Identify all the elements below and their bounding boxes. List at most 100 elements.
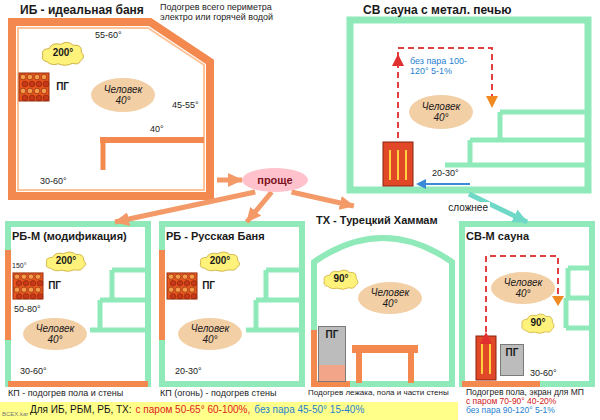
sauna-metal-stove-rect — [383, 142, 413, 186]
stove-stone — [177, 281, 183, 286]
stove-stone — [170, 281, 176, 286]
cloud-outline — [200, 252, 239, 271]
stone-stove: ПГ — [12, 272, 64, 300]
bath-room-panel: РБ - Русская БаняПГ200°Человек 40° — [158, 222, 306, 386]
room-heading: РБ-М (модификация) — [12, 230, 127, 243]
stove-stone — [16, 294, 22, 299]
heating-caption: КП - подогрев пола и стены — [8, 388, 123, 398]
node-text: 200° — [210, 255, 231, 267]
hammam-bench-rect — [408, 353, 414, 383]
sauna-mod-stove-path — [482, 344, 490, 374]
sauna-metal-stove-polygon — [416, 179, 426, 189]
stove-stone — [43, 81, 49, 87]
sauna-mod-walls-path — [566, 268, 589, 328]
sauna-mod-stove — [476, 296, 564, 380]
person-ellipse: Человек 40° — [23, 318, 87, 350]
stove-stone — [41, 74, 47, 80]
node-text: проще — [257, 174, 292, 187]
sauna-metal-stove — [383, 54, 498, 189]
stove-stone — [35, 274, 41, 279]
bath-room-panel: СВ-М саунаЧеловек 40°90°ПГ — [458, 222, 596, 386]
steam-cloud: 200° — [40, 40, 86, 66]
stove-stone — [23, 281, 29, 286]
stove-body — [167, 273, 197, 299]
flow-arrow — [115, 192, 255, 222]
edge-label: сложнее — [446, 202, 490, 214]
stove-stone — [191, 281, 197, 286]
sauna-metal-stove-path — [424, 183, 470, 185]
temperature-label: 150° — [12, 262, 26, 270]
stove-stone — [182, 287, 188, 292]
stove-stone — [184, 281, 190, 286]
summary-text: с паром 50-65° 60-100%, — [136, 404, 251, 416]
stove-stone — [170, 294, 176, 299]
node-text: Человек 40° — [416, 101, 466, 124]
stove-stone — [23, 294, 29, 299]
sauna-walls — [350, 20, 588, 190]
steam-cloud: 200° — [198, 250, 242, 272]
stove-stone — [34, 88, 40, 94]
stove-stone — [28, 274, 34, 279]
russian-bath-mod-walls — [8, 224, 148, 384]
sauna-metal-stove-path — [390, 150, 406, 180]
node-text: ПГ — [326, 329, 339, 341]
hammam-bench-rect — [352, 345, 418, 353]
cloud-outline — [324, 270, 358, 289]
russian-bath-walls — [162, 224, 302, 384]
node-text: Человек 40° — [98, 84, 148, 107]
stove-stone — [35, 287, 41, 292]
room-heading: СВ сауна с метал. печью — [363, 4, 512, 18]
stove-stone — [37, 294, 43, 299]
cloud-outline — [522, 314, 554, 333]
person-ellipse: Человек 40° — [491, 272, 555, 304]
cloud-outline — [46, 252, 85, 271]
stone-heater: ПГ — [500, 344, 524, 376]
temperature-label: 30-60° — [20, 366, 47, 376]
sauna-mod-walls-path — [462, 381, 540, 387]
stove-stone — [29, 95, 35, 101]
node-text: 200° — [53, 47, 74, 59]
stove-stone — [182, 274, 188, 279]
node-text: Человек 40° — [185, 323, 235, 346]
summary-text: Для ИБ, РБМ, РБ, ТХ: — [30, 404, 132, 416]
humidity-label: без пара 100-120° 5-1% — [410, 56, 472, 77]
flow-arrow — [217, 178, 242, 183]
dry-mode-label: без пара 90-120° 5-1% — [466, 406, 555, 416]
summary-text: без пара 45-50° 15-40% — [254, 404, 364, 416]
stove-body — [19, 73, 49, 101]
stove-stone — [37, 281, 43, 286]
stove-stone — [36, 81, 42, 87]
stove-stone — [30, 294, 36, 299]
stove-stone — [20, 88, 26, 94]
comparison-pill: проще — [242, 168, 308, 192]
heating-caption: Подогрев лежака, пола и части стены — [308, 388, 449, 397]
russian-bath-mod-walls-rect — [8, 224, 148, 384]
russian-bath-walls-path — [246, 270, 299, 330]
sauna-metal-stove-polygon — [392, 54, 404, 66]
room-heading: РБ - Русская Баня — [166, 230, 265, 243]
hammam-bench — [352, 345, 418, 383]
stove-stone — [21, 274, 27, 279]
stove-stone — [191, 294, 197, 299]
sauna-mod-stove-polygon — [552, 296, 564, 306]
stove-stone — [184, 294, 190, 299]
stove-stone — [189, 274, 195, 279]
node-text: Человек 40° — [498, 277, 548, 300]
temperature-label: 55-60° — [95, 30, 122, 40]
steam-cloud: 200° — [44, 250, 88, 272]
node-text: 90° — [333, 273, 348, 285]
temperature-label: 45-55° — [172, 100, 199, 110]
cloud-outline — [42, 42, 83, 65]
ideal-bath-walls-polygon — [18, 28, 204, 190]
stove-stones — [12, 272, 44, 300]
node-text: ПГ — [56, 81, 69, 93]
temperature-label: 50-80° — [14, 304, 41, 314]
person-ellipse: Человек 40° — [358, 282, 422, 314]
stove-stone — [189, 287, 195, 292]
node-text: ПГ — [48, 280, 61, 292]
temperature-label: 40° — [150, 124, 164, 134]
watermark: BCEX.kar — [2, 411, 28, 418]
summary-band — [0, 402, 458, 420]
temperature-label: 30-60° — [530, 368, 557, 378]
